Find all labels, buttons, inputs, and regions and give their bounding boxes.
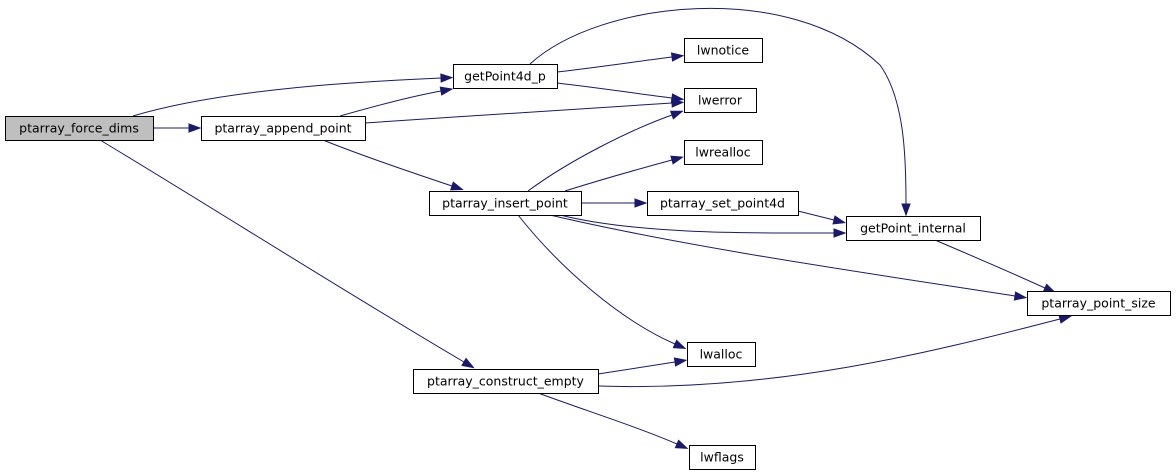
node-box bbox=[5, 116, 154, 141]
node-box bbox=[429, 191, 582, 216]
edge-arrowhead bbox=[832, 215, 847, 225]
edge-set_point4d-to-getPoint_internal bbox=[797, 210, 847, 225]
edge-line bbox=[597, 361, 676, 375]
edge-force_dims-to-construct_empty bbox=[99, 139, 475, 369]
edge-insert_point-to-lwrealloc bbox=[564, 155, 685, 192]
edge-line bbox=[537, 392, 678, 445]
node-box bbox=[689, 445, 756, 470]
edge-arrowhead bbox=[1058, 314, 1073, 324]
node-box bbox=[684, 140, 763, 165]
edge-force_dims-to-append_point bbox=[153, 123, 202, 133]
node-label: lwerror bbox=[698, 93, 743, 108]
edge-insert_point-to-set_point4d bbox=[581, 198, 648, 208]
edge-arrowhead bbox=[439, 86, 454, 96]
edge-arrowhead bbox=[634, 198, 648, 208]
edge-arrowhead bbox=[440, 73, 454, 83]
edge-line bbox=[529, 7, 907, 205]
node-force-dims[interactable]: ptarray_force_dims bbox=[5, 116, 154, 141]
edge-construct_empty-to-lwflags bbox=[537, 392, 689, 449]
edge-insert_point-to-getPoint_internal bbox=[559, 214, 847, 238]
node-lwerror[interactable]: lwerror bbox=[684, 88, 757, 113]
node-label: getPoint_internal bbox=[860, 221, 966, 236]
edge-append_point-to-getPoint4d_p bbox=[339, 86, 454, 117]
edge-line bbox=[322, 139, 453, 187]
edge-append_point-to-lwerror bbox=[364, 98, 685, 124]
edge-line bbox=[99, 139, 465, 363]
edge-insert_point-to-lwalloc bbox=[517, 214, 687, 350]
edge-line bbox=[132, 77, 442, 117]
node-point-size[interactable]: ptarray_point_size bbox=[1027, 291, 1171, 316]
node-label: ptarray_set_point4d bbox=[660, 196, 785, 211]
node-append-point[interactable]: ptarray_append_point bbox=[201, 116, 366, 141]
node-label: lwrealloc bbox=[695, 145, 751, 160]
node-label: lwnotice bbox=[697, 43, 750, 58]
edge-insert_point-to-lwerror bbox=[527, 110, 684, 192]
edge-insert_point-to-point_size bbox=[549, 214, 1028, 301]
edge-arrowhead bbox=[669, 110, 684, 120]
node-box bbox=[684, 88, 757, 113]
edge-arrowhead bbox=[673, 357, 688, 367]
edge-getPoint4d_p-to-lwerror bbox=[556, 82, 685, 103]
edge-construct_empty-to-lwalloc bbox=[597, 357, 688, 375]
edge-line bbox=[556, 56, 673, 73]
edge-line bbox=[517, 214, 676, 345]
edge-line bbox=[364, 102, 673, 124]
node-construct-empty[interactable]: ptarray_construct_empty bbox=[413, 369, 599, 394]
node-lwflags[interactable]: lwflags bbox=[689, 445, 756, 470]
node-label: getPoint4d_p bbox=[464, 69, 546, 84]
edge-append_point-to-insert_point bbox=[322, 139, 464, 191]
edge-arrowhead bbox=[461, 357, 475, 369]
edge-arrowhead bbox=[1013, 291, 1028, 301]
node-lwalloc[interactable]: lwalloc bbox=[687, 342, 756, 367]
node-label: lwalloc bbox=[700, 347, 743, 362]
edge-line bbox=[564, 159, 673, 192]
edge-arrowhead bbox=[450, 181, 464, 191]
node-box bbox=[413, 369, 599, 394]
edge-construct_empty-to-point_size bbox=[597, 314, 1073, 388]
edge-arrowhead bbox=[833, 228, 847, 238]
edge-line bbox=[559, 214, 835, 234]
node-label: ptarray_force_dims bbox=[19, 121, 139, 136]
node-box bbox=[684, 38, 763, 63]
node-label: lwflags bbox=[700, 450, 744, 465]
edge-line bbox=[797, 210, 835, 221]
edge-line bbox=[556, 82, 673, 99]
edge-line bbox=[339, 90, 442, 117]
edge-getPoint4d_p-to-getPoint_internal bbox=[529, 7, 911, 217]
edge-arrowhead bbox=[901, 203, 911, 217]
node-label: ptarray_construct_empty bbox=[427, 374, 585, 389]
node-insert-point[interactable]: ptarray_insert_point bbox=[429, 191, 582, 216]
edge-arrowhead bbox=[670, 93, 685, 103]
node-lwnotice[interactable]: lwnotice bbox=[684, 38, 763, 63]
node-box bbox=[687, 342, 756, 367]
edge-arrowhead bbox=[674, 439, 689, 449]
node-box bbox=[453, 64, 558, 89]
edge-arrowhead bbox=[672, 339, 687, 350]
edges-layer bbox=[99, 7, 1073, 449]
node-label: ptarray_append_point bbox=[214, 121, 351, 136]
edge-line bbox=[527, 114, 673, 192]
node-box bbox=[201, 116, 366, 141]
node-getPoint-internal[interactable]: getPoint_internal bbox=[846, 216, 981, 241]
edge-arrowhead bbox=[670, 155, 685, 165]
edge-line bbox=[597, 318, 1061, 388]
edge-line bbox=[934, 239, 1046, 289]
edge-arrowhead bbox=[188, 123, 202, 133]
node-label: ptarray_insert_point bbox=[442, 196, 568, 211]
edge-getPoint_internal-to-point_size bbox=[934, 239, 1057, 294]
edge-getPoint4d_p-to-lwnotice bbox=[556, 52, 685, 73]
node-box bbox=[647, 191, 799, 216]
edge-force_dims-to-getPoint4d_p bbox=[132, 73, 454, 117]
node-set-point4d[interactable]: ptarray_set_point4d bbox=[647, 191, 799, 216]
node-label: ptarray_point_size bbox=[1041, 296, 1156, 311]
node-getPoint4d-p[interactable]: getPoint4d_p bbox=[453, 64, 558, 89]
node-box bbox=[846, 216, 981, 241]
edge-line bbox=[549, 214, 1016, 297]
node-lwrealloc[interactable]: lwrealloc bbox=[684, 140, 763, 165]
node-box bbox=[1027, 291, 1171, 316]
edge-arrowhead bbox=[670, 52, 685, 62]
